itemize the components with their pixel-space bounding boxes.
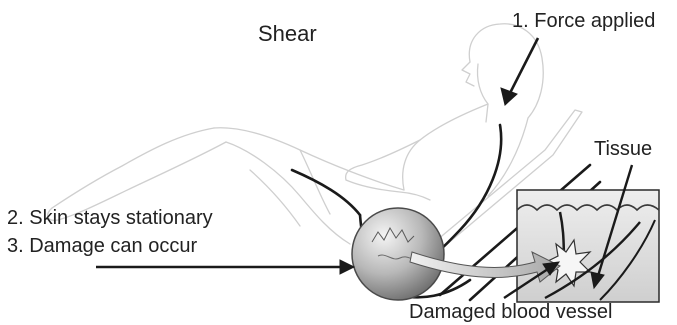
label-force-applied: 1. Force applied <box>512 10 655 32</box>
label-damaged-vessel: Damaged blood vessel <box>409 301 612 323</box>
arrow-force-applied <box>501 38 538 105</box>
diagram-title: Shear <box>258 23 317 45</box>
skin-ball <box>352 208 444 300</box>
label-skin-stationary: 2. Skin stays stationary <box>7 207 213 229</box>
tissue-panel <box>517 190 659 302</box>
label-damage-occur: 3. Damage can occur <box>7 235 197 257</box>
arrow-damage-occur <box>96 260 354 274</box>
label-tissue: Tissue <box>594 138 652 160</box>
